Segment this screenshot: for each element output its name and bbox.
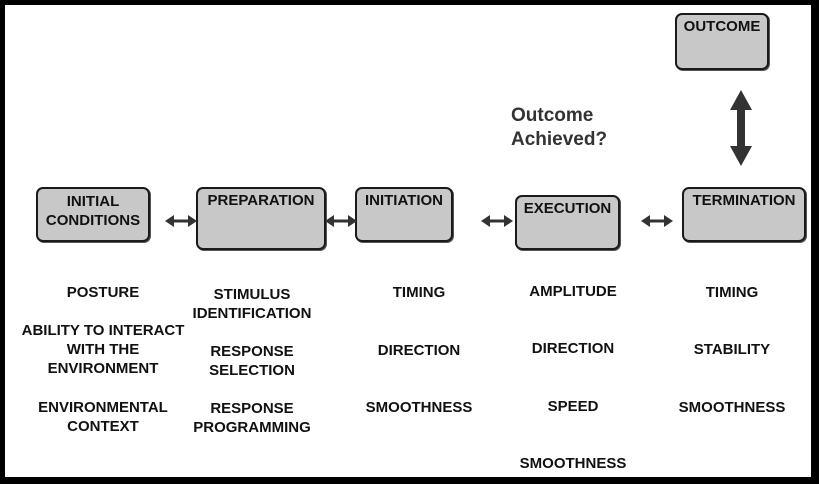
double-arrow-icon (325, 215, 357, 227)
attribute-label: SPEED (547, 398, 599, 415)
attribute-label: POSTURE (66, 284, 140, 301)
double-arrow-icon (641, 215, 673, 227)
stage-label: INITIAL CONDITIONS (45, 193, 141, 229)
outcome-box: OUTCOME (675, 13, 769, 70)
attribute-label: DIRECTION (377, 342, 461, 359)
attribute-label: ENVIRONMENTAL CONTEXT (38, 399, 168, 435)
attribute-label: STIMULUS IDENTIFICATION (192, 286, 312, 322)
attribute-label: RESPONSE SELECTION (209, 343, 295, 379)
attribute-label: STABILITY (693, 341, 771, 358)
attribute-label: RESPONSE PROGRAMMING (193, 400, 311, 436)
attribute-label: DIRECTION (531, 340, 615, 357)
diagram-canvas: INITIAL CONDITIONS PREPARATION INITIATIO… (5, 5, 811, 477)
stage-label: EXECUTION (523, 200, 612, 217)
double-arrow-icon (165, 215, 197, 227)
outcome-question: Outcome Achieved? (511, 105, 608, 150)
stage-initial-conditions: INITIAL CONDITIONS (36, 187, 150, 242)
stage-label: INITIATION (364, 192, 444, 209)
attribute-label: SMOOTHNESS (519, 455, 627, 472)
attribute-label: TIMING (392, 284, 446, 301)
stage-label: TERMINATION (692, 192, 796, 209)
attribute-label: SMOOTHNESS (678, 399, 786, 416)
attribute-label: SMOOTHNESS (365, 399, 473, 416)
attribute-label: ABILITY TO INTERACT WITH THE ENVIRONMENT (21, 322, 185, 377)
attribute-label: TIMING (705, 284, 759, 301)
stage-initiation: INITIATION (355, 187, 453, 242)
stage-preparation: PREPARATION (196, 187, 326, 250)
double-arrow-icon (481, 215, 513, 227)
stage-execution: EXECUTION (515, 195, 620, 250)
vertical-double-arrow-icon (730, 90, 752, 166)
attribute-label: AMPLITUDE (529, 283, 617, 300)
outcome-label: OUTCOME (683, 18, 761, 35)
stage-label: PREPARATION (207, 192, 315, 209)
stage-termination: TERMINATION (682, 187, 806, 242)
